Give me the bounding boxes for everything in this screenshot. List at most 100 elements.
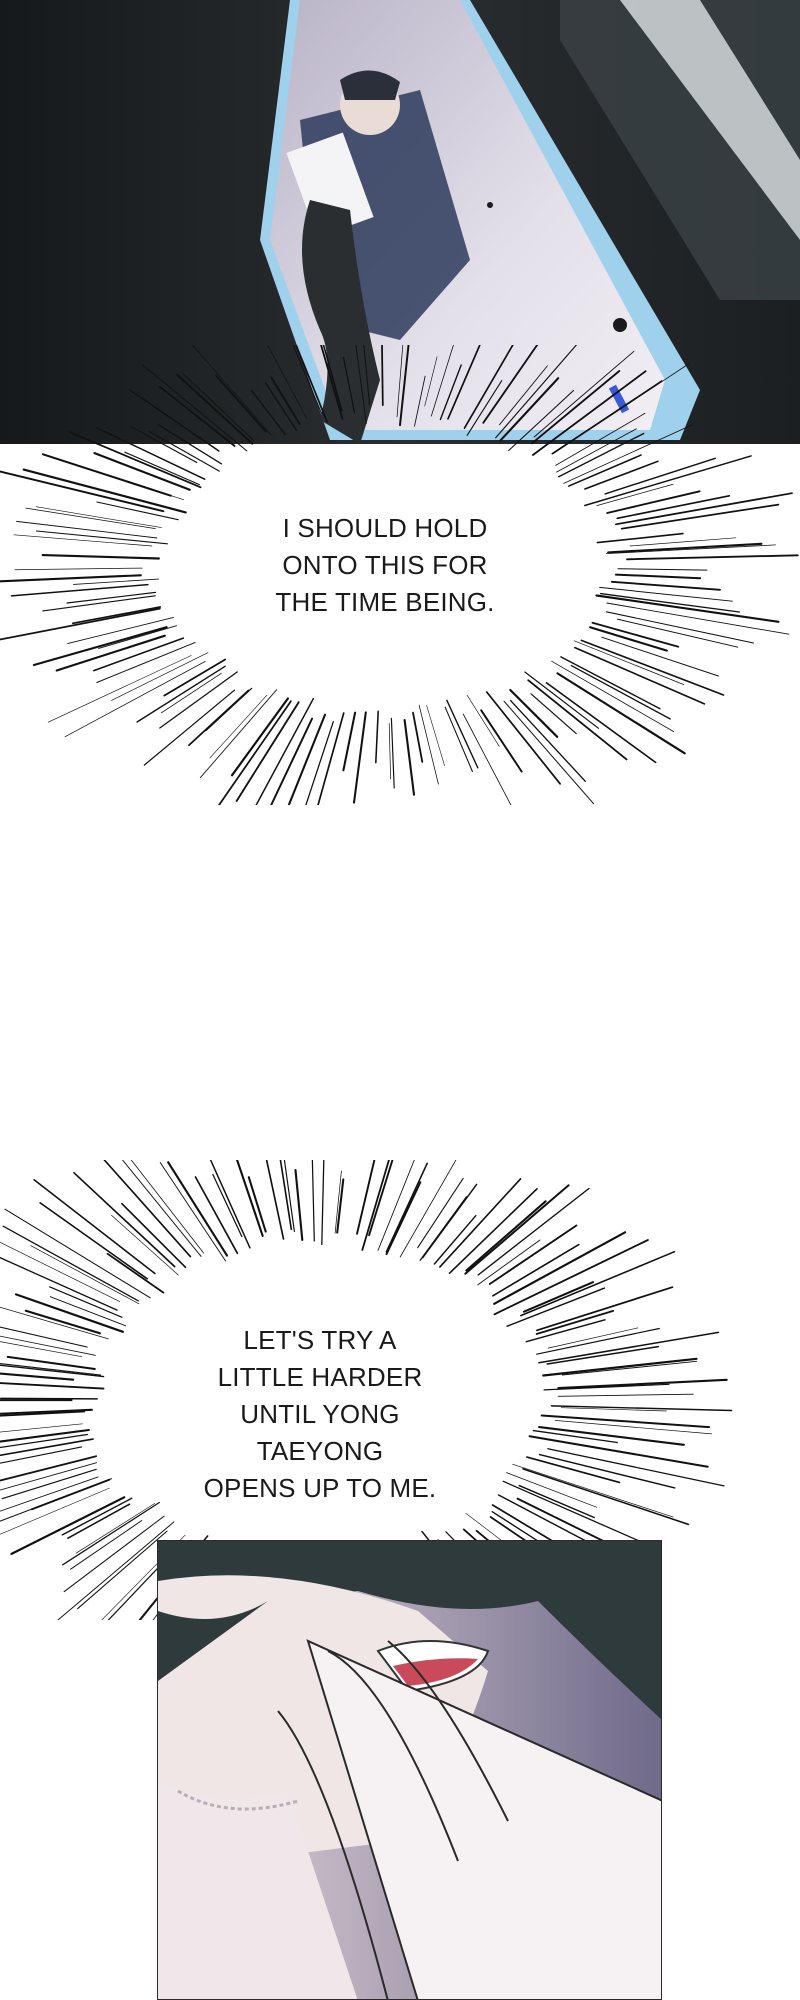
burst-line — [499, 377, 560, 442]
burst-line — [209, 1160, 251, 1249]
burst-line — [217, 700, 292, 805]
burst-line — [488, 1224, 578, 1285]
burst-line — [536, 1286, 674, 1332]
burst-line — [605, 611, 755, 644]
burst-line — [396, 345, 404, 418]
burst-line — [463, 345, 514, 429]
burst-line — [55, 634, 166, 672]
burst-line — [524, 671, 600, 729]
burst-line — [73, 1171, 176, 1268]
burst-line — [509, 699, 586, 782]
burst-line — [0, 1476, 99, 1512]
burst-line — [264, 382, 298, 431]
burst-line — [446, 699, 479, 769]
bubble-line: I SHOULD HOLD — [282, 513, 488, 543]
burst-line — [305, 721, 334, 805]
burst-line — [279, 1160, 293, 1231]
burst-line — [128, 389, 220, 452]
burst-line — [322, 345, 343, 412]
burst-line — [377, 1160, 415, 1251]
burst-line — [584, 455, 752, 507]
burst-line — [111, 652, 209, 701]
burst-line — [183, 373, 255, 442]
burst-line — [551, 660, 675, 733]
burst-line — [574, 646, 706, 705]
burst-line — [448, 1187, 538, 1275]
burst-line — [503, 700, 595, 805]
burst-line — [212, 1173, 243, 1238]
burst-line — [103, 1160, 192, 1258]
burst-line — [13, 534, 153, 547]
burst-line — [163, 658, 227, 697]
burst-line — [546, 1345, 660, 1365]
burst-line — [604, 457, 716, 495]
burst-line — [560, 1407, 667, 1412]
burst-line — [4, 1208, 151, 1299]
burst-line — [570, 664, 671, 720]
burst-line — [106, 1252, 165, 1294]
burst-line — [42, 595, 156, 612]
burst-line — [550, 1405, 733, 1412]
burst-line — [606, 602, 790, 635]
burst-line — [1, 1468, 97, 1500]
burst-line — [0, 1487, 110, 1535]
burst-line — [522, 1468, 690, 1526]
burst-line — [596, 532, 684, 544]
burst-line — [605, 544, 776, 555]
burst-line — [0, 1364, 105, 1378]
burst-line — [558, 432, 645, 478]
burst-line — [600, 592, 740, 613]
panel-smiling-face-closeup — [157, 1540, 662, 2000]
burst-line — [0, 1433, 89, 1449]
burst-line — [295, 345, 328, 423]
burst-line — [599, 586, 733, 602]
burst-line — [356, 1160, 376, 1235]
burst-line — [538, 1453, 676, 1489]
burst-line — [545, 682, 657, 764]
burst-line — [209, 694, 268, 759]
burst-line — [601, 636, 719, 677]
burst-line — [620, 503, 780, 530]
burst-line — [39, 1202, 149, 1280]
burst-line — [0, 574, 142, 583]
burst-line — [390, 717, 395, 789]
burst-line — [0, 1446, 83, 1464]
burst-line — [430, 345, 454, 417]
burst-line — [73, 578, 160, 585]
burst-line — [0, 1438, 94, 1457]
burst-line — [509, 688, 559, 738]
burst-line — [538, 1426, 685, 1446]
burst-line — [47, 655, 192, 723]
burst-line — [0, 1423, 83, 1433]
burst-line — [0, 1408, 93, 1415]
burst-line — [247, 1176, 267, 1233]
burst-line — [148, 430, 220, 472]
burst-line — [0, 1363, 102, 1376]
burst-line — [589, 626, 668, 652]
burst-line — [542, 1357, 698, 1377]
burst-line — [67, 616, 174, 645]
burst-line — [547, 1327, 639, 1349]
burst-line — [62, 1501, 160, 1566]
burst-line — [287, 713, 327, 805]
burst-line — [0, 1372, 75, 1381]
burst-line — [50, 456, 184, 501]
burst-line — [465, 1200, 547, 1272]
burst-line — [535, 1309, 615, 1335]
burst-line — [595, 594, 780, 623]
burst-line — [560, 656, 661, 710]
burst-line — [466, 694, 500, 747]
burst-line — [30, 1245, 140, 1305]
burst-line — [25, 507, 156, 529]
burst-line — [617, 568, 708, 571]
burst-line — [0, 1428, 90, 1443]
burst-line — [136, 665, 226, 723]
burst-line — [399, 345, 410, 427]
burst-line — [0, 1410, 86, 1417]
burst-line — [385, 1162, 428, 1253]
burst-line — [414, 375, 426, 427]
burst-line — [121, 1202, 187, 1269]
burst-line — [554, 1420, 712, 1435]
